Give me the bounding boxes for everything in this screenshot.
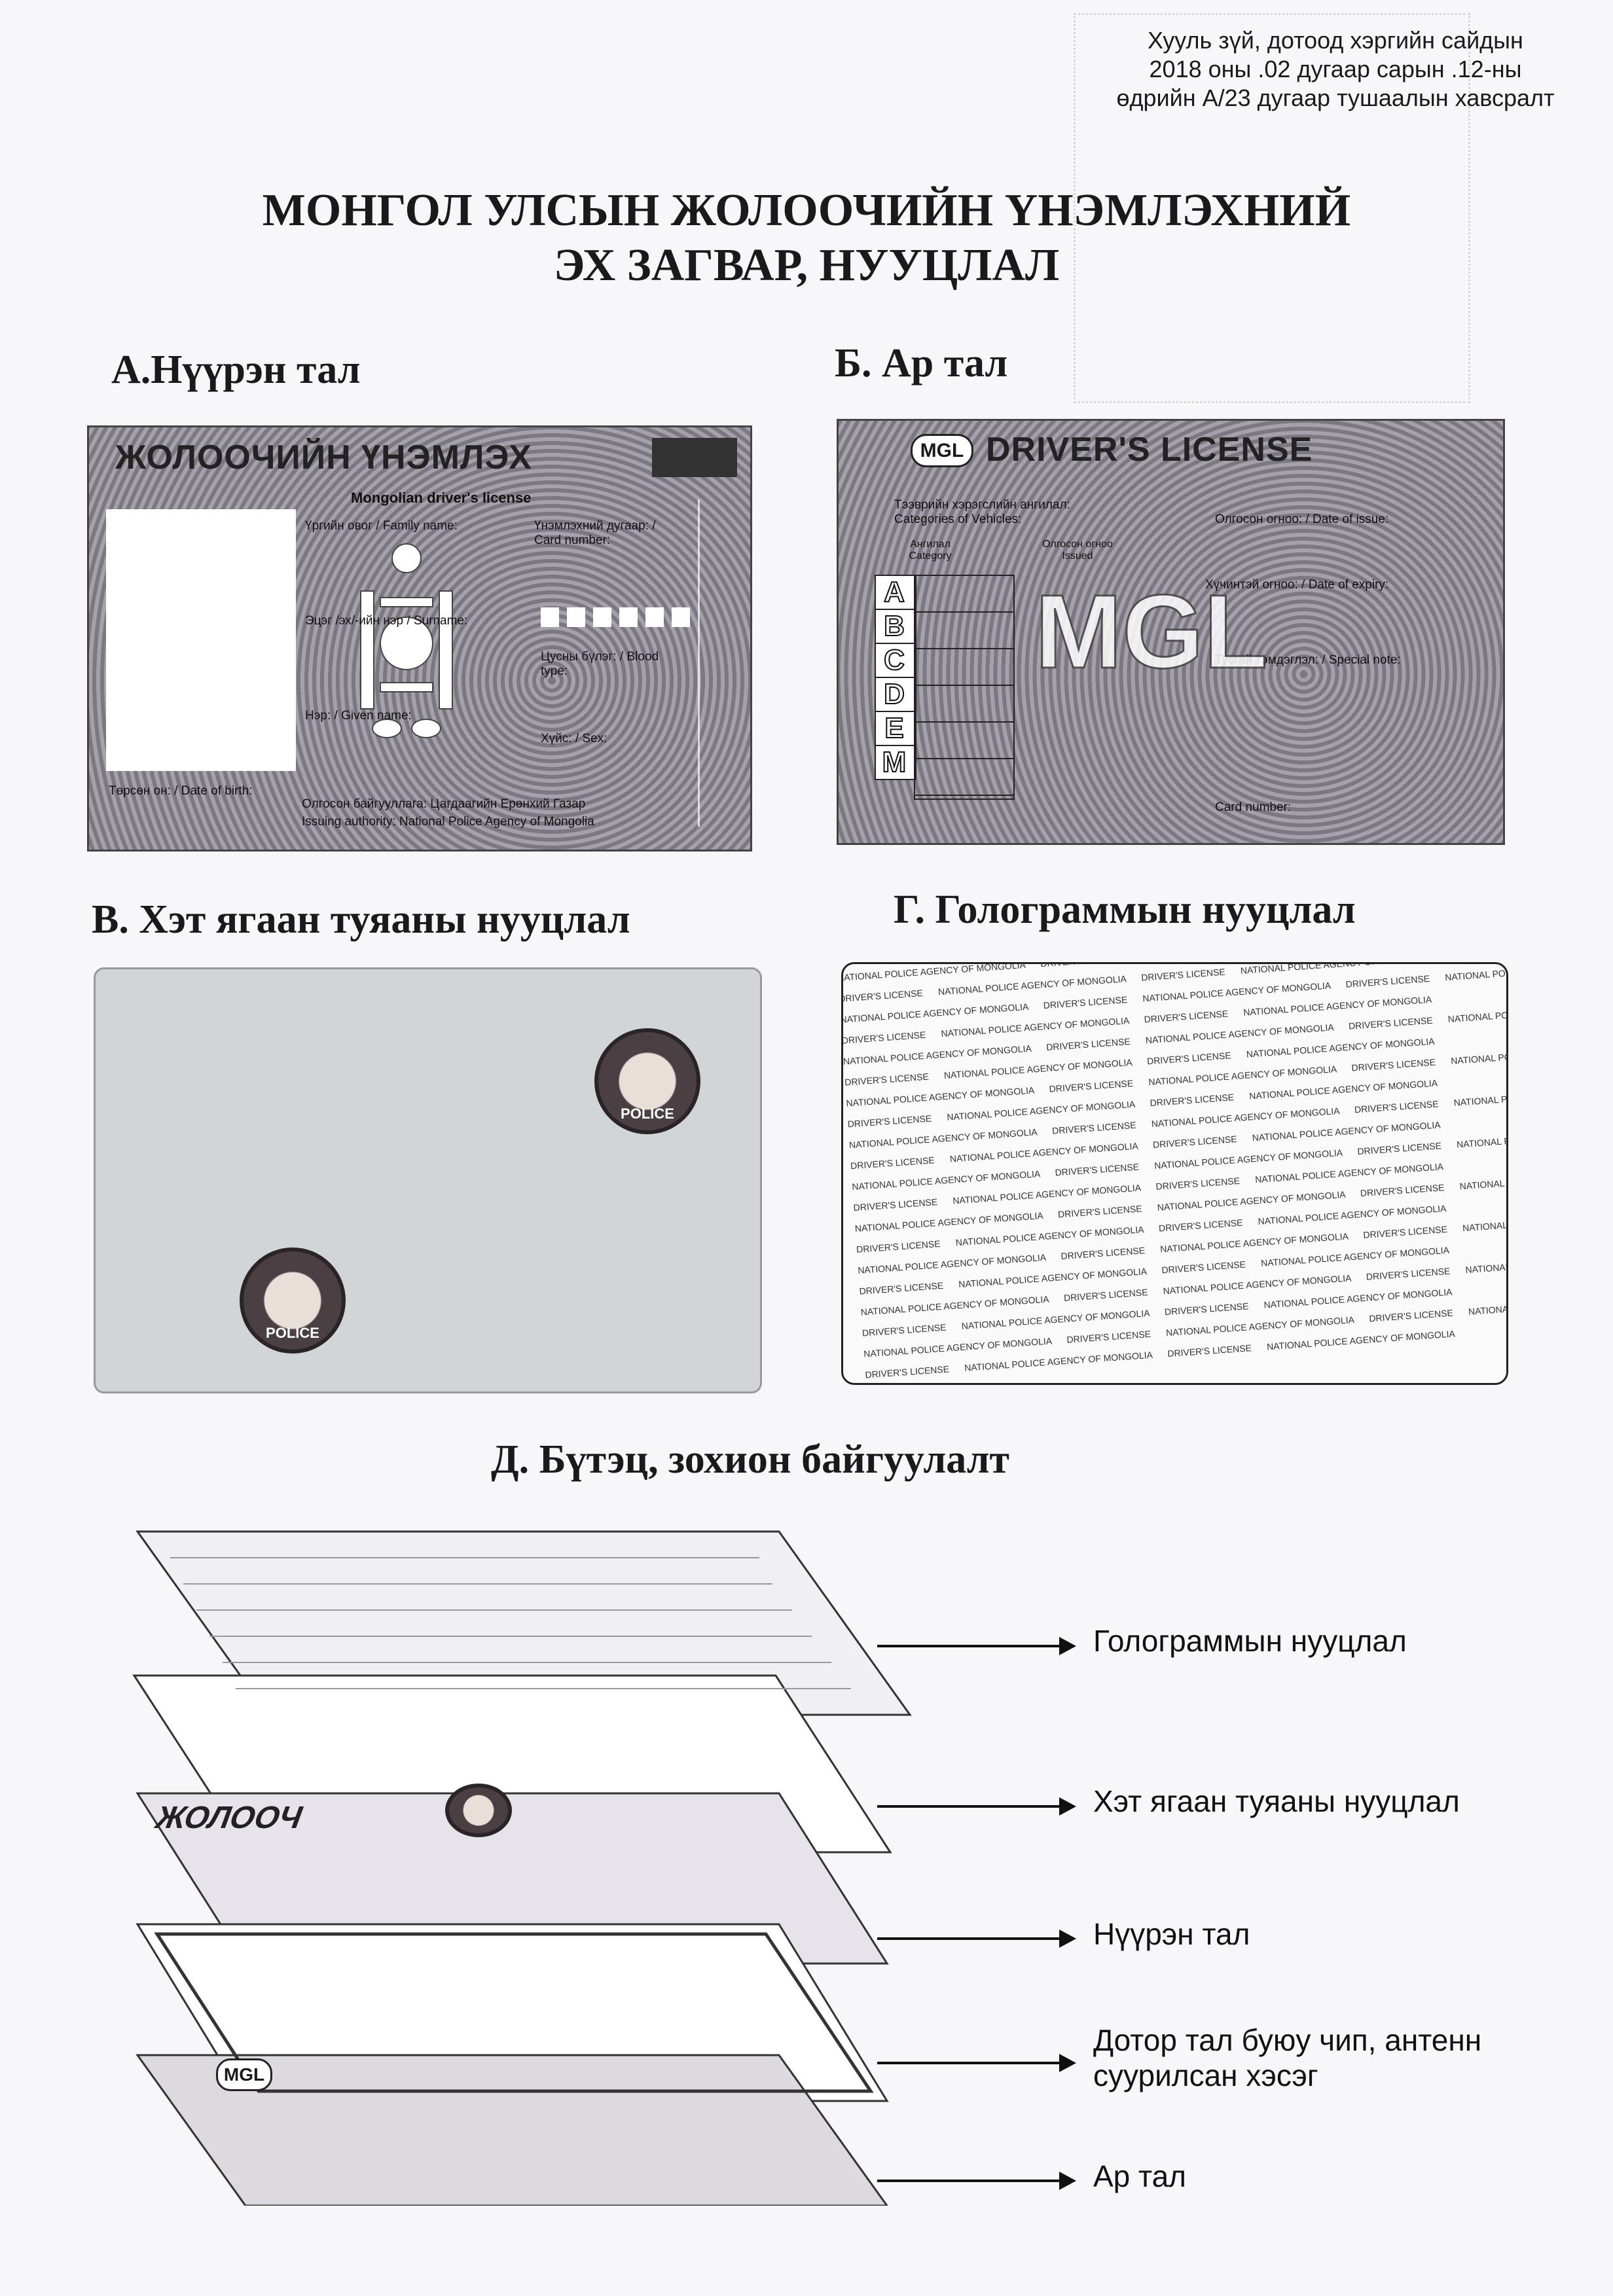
hologram-card: NATIONAL POLICE AGENCY OF MONGOLIA DRIVE…	[841, 962, 1508, 1385]
exploded-structure: ЖОЛООЧ MGL	[118, 1518, 969, 2206]
category-row: M	[876, 745, 915, 779]
categories-mn: Тээврийн хэрэгслийн ангилал:	[894, 498, 1070, 512]
front-card-title: ЖОЛООЧИЙН ҮНЭМЛЭХ	[115, 439, 532, 476]
category-letter: A	[883, 575, 905, 609]
section-d-heading: Д. Бүтэц, зохион байгуулалт	[491, 1437, 1010, 1482]
mongolian-script	[698, 499, 739, 827]
categories-en: Categories of Vehicles:	[894, 512, 1022, 526]
section-g-heading: Г. Голограммын нууцлал	[894, 888, 1356, 932]
sex-label: Хүйс: / Sex:	[541, 732, 607, 745]
annex-note: Хууль зүй, дотоод хэргийн сайдын 2018 он…	[1074, 26, 1597, 113]
category-letters: A B C D E M	[875, 575, 916, 780]
blood-type-label: Цусны бүлэг: / Blood type:	[541, 650, 659, 678]
layer-label-hologram: Голограммын нууцлал	[1093, 1624, 1407, 1658]
back-card-title: DRIVER'S LICENSE	[986, 431, 1313, 469]
title-line-2: ЭХ ЗАГВАР, НУУЦЛАЛ	[553, 240, 1060, 291]
category-row: C	[876, 643, 915, 678]
police-seal-icon: POLICE	[240, 1247, 346, 1354]
arrow-icon	[877, 1797, 1076, 1816]
number-boxes	[541, 607, 698, 627]
layer-front-title: ЖОЛООЧ	[151, 1801, 308, 1835]
layer-label-uv: Хэт ягаан туяаны нууцлал	[1093, 1784, 1460, 1818]
flag-icon	[652, 438, 737, 477]
hologram-text: NATIONAL POLICE AGENCY OF MONGOLIA DRIVE…	[843, 964, 1506, 1383]
category-letter: C	[883, 643, 905, 677]
front-card-subtitle: Mongolian driver's license	[351, 490, 532, 506]
layer-label-back: Ар тал	[1093, 2159, 1187, 2193]
col-category: Ангилал Category	[909, 539, 952, 562]
category-letter: D	[883, 677, 905, 711]
arrow-icon	[877, 1637, 1076, 1655]
annex-line-3: өдрийн А/23 дугаар тушаалын хавсралт	[1116, 84, 1555, 111]
category-row: B	[876, 609, 915, 644]
back-card: MGL DRIVER'S LICENSE Тээврийн хэрэгслийн…	[837, 419, 1505, 845]
layer-label-chip-line1: Дотор тал буюу чип, антенн	[1093, 2023, 1482, 2057]
layer-label-chip: Дотор тал буюу чип, антенн суурилсан хэс…	[1093, 2022, 1481, 2093]
uv-card: POLICE POLICE	[94, 967, 762, 1393]
section-a-heading: А.Нүүрэн тал	[111, 348, 361, 392]
category-row: D	[876, 677, 915, 712]
layer-label-chip-line2: суурилсан хэсэг	[1093, 2058, 1318, 2092]
arrow-icon	[877, 2172, 1076, 2190]
arrow-icon	[877, 1929, 1076, 1948]
authority-en: Issuing authority: National Police Agenc…	[302, 815, 594, 829]
surname-label: Эцэг /эх/-ийн нэр / Surname:	[305, 614, 468, 628]
special-note-label: Тусгай тэмдэглэл: / Special note:	[1215, 653, 1401, 667]
title-line-1: МОНГОЛ УЛСЫН ЖОЛООЧИЙН ҮНЭМЛЭХНИЙ	[262, 185, 1351, 236]
layer-label-front: Нүүрэн тал	[1093, 1917, 1250, 1951]
official-stamp	[1074, 13, 1470, 403]
date-issue-label: Олгосон огноо: / Date of issue:	[1215, 512, 1389, 526]
vehicle-icons	[914, 575, 1015, 800]
card-number-label: Үнэмлэхний дугаар: / Card number:	[534, 519, 656, 547]
annex-line-2: 2018 оны .02 дугаар сарын .12-ны	[1149, 56, 1522, 82]
date-expiry-label: Хүчинтэй огноо: / Date of expiry:	[1205, 578, 1389, 592]
category-row: A	[876, 575, 915, 610]
birth-label: Төрсөн он: / Date of birth:	[109, 784, 253, 798]
mgl-badge: MGL	[911, 434, 973, 467]
category-letter: B	[883, 609, 905, 643]
front-card: ЖОЛООЧИЙН ҮНЭМЛЭХ Mongolian driver's lic…	[87, 425, 752, 852]
police-seal-icon: POLICE	[594, 1028, 700, 1134]
category-letter: E	[884, 711, 904, 745]
section-v-heading: В. Хэт ягаан туяаны нууцлал	[92, 897, 630, 942]
police-seal-icon	[445, 1784, 512, 1837]
category-letter: M	[882, 745, 907, 779]
section-b-heading: Б. Ар тал	[835, 341, 1008, 386]
soyombo-emblem-icon	[348, 532, 465, 748]
col-issued: Олгосон огноо Issued	[1042, 539, 1113, 562]
page-title: МОНГОЛ УЛСЫН ЖОЛООЧИЙН ҮНЭМЛЭХНИЙ ЭХ ЗАГ…	[0, 183, 1613, 293]
family-name-label: Үргийн овог / Family name:	[305, 519, 458, 533]
category-row: E	[876, 711, 915, 746]
mgl-watermark: MGL	[1034, 572, 1268, 691]
annex-line-1: Хууль зүй, дотоод хэргийн сайдын	[1148, 27, 1523, 54]
given-name-label: Нэр: / Given name:	[305, 709, 412, 723]
mgl-badge: MGL	[216, 2058, 272, 2091]
authority-mn: Олгосон байгууллага: Цагдаагийн Ерөнхий …	[302, 797, 586, 811]
arrow-icon	[877, 2054, 1076, 2072]
photo-area	[106, 509, 296, 771]
card-number-label: Card number:	[1215, 800, 1292, 814]
